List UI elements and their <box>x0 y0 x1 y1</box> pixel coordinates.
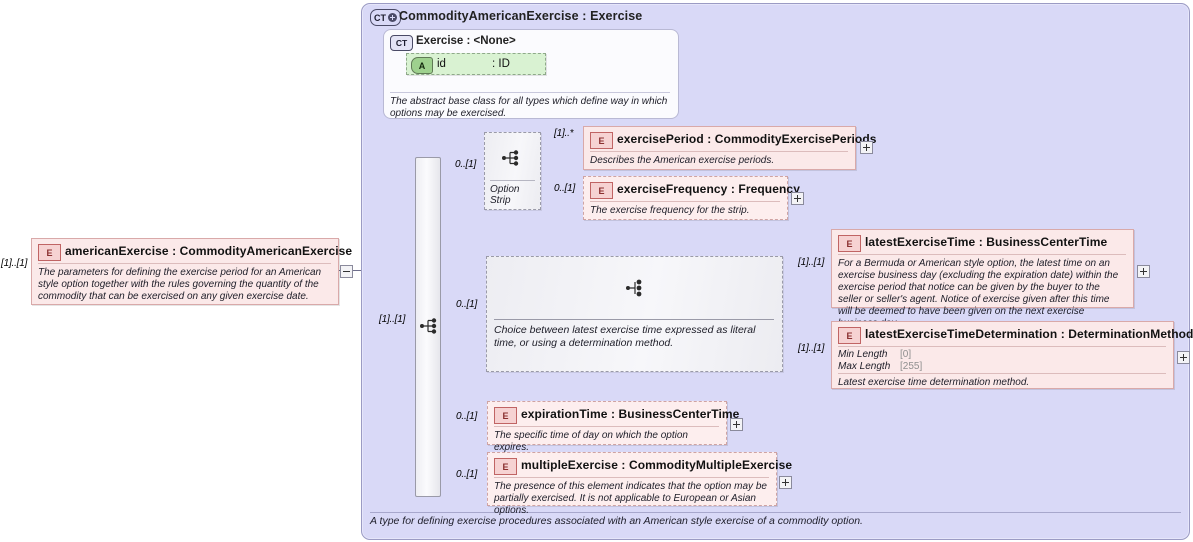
element-exercise-frequency[interactable]: E exerciseFrequency : Frequency The exer… <box>583 176 800 220</box>
element-badge: E <box>38 244 61 261</box>
element-exercise-period[interactable]: E exercisePeriod : CommodityExercisePeri… <box>583 126 876 170</box>
expand-toggle-exercise-frequency[interactable] <box>791 192 804 205</box>
element-doc: The presence of this element indicates t… <box>494 477 769 517</box>
sequence-icon <box>419 316 439 336</box>
element-title: latestExerciseTimeDetermination : Determ… <box>865 327 1193 341</box>
choice-doc: Choice between latest exercise time expr… <box>494 319 774 349</box>
cardinality-multiple-exercise: 0..[1] <box>456 469 478 480</box>
option-strip-group[interactable]: Option Strip <box>484 132 541 210</box>
element-title: multipleExercise : CommodityMultipleExer… <box>521 458 793 472</box>
complextype-badge-label: CT <box>374 12 386 23</box>
attribute-name: id <box>437 58 446 70</box>
expand-toggle-latest-exercise-time[interactable] <box>1137 265 1150 278</box>
facet-row: Max Length [255] <box>838 361 1166 373</box>
cardinality-american-exercise: [1]..[1] <box>1 258 28 269</box>
element-badge: E <box>838 327 861 344</box>
connector-root-to-type <box>339 270 375 271</box>
attribute-type: : ID <box>492 58 510 70</box>
facet-name: Max Length <box>838 361 891 372</box>
element-doc: Latest exercise time determination metho… <box>838 373 1166 389</box>
element-doc: The specific time of day on which the op… <box>494 426 719 454</box>
expand-toggle-expiration-time[interactable] <box>730 418 743 431</box>
element-american-exercise[interactable]: E americanExercise : CommodityAmericanEx… <box>31 238 352 305</box>
facet-value: [0] <box>900 349 912 360</box>
attribute-row-id[interactable]: A id : ID <box>406 53 546 75</box>
element-title: exerciseFrequency : Frequency <box>617 182 800 196</box>
cardinality-latest-exercise-time: [1]..[1] <box>798 257 825 268</box>
element-title: exercisePeriod : CommodityExercisePeriod… <box>617 132 877 146</box>
choice-icon <box>625 277 647 299</box>
element-doc: For a Bermuda or American style option, … <box>838 254 1126 330</box>
element-latest-exercise-time[interactable]: E latestExerciseTime : BusinessCenterTim… <box>831 229 1134 329</box>
complextype-title: CommodityAmericanExercise : Exercise <box>399 9 643 23</box>
element-badge: E <box>590 132 613 149</box>
cardinality-option-strip: 0..[1] <box>455 159 477 170</box>
element-badge: E <box>494 407 517 424</box>
facet-value: [255] <box>900 361 923 372</box>
element-multiple-exercise[interactable]: E multipleExercise : CommodityMultipleEx… <box>487 452 792 516</box>
complextype-annotation: A type for defining exercise procedures … <box>370 512 1181 533</box>
cardinality-exercise-period: [1]..* <box>554 128 574 139</box>
choice-compositor-group[interactable]: Choice between latest exercise time expr… <box>486 256 783 372</box>
expand-toggle-latest-exercise-time-determination[interactable] <box>1177 351 1190 364</box>
element-doc: The exercise frequency for the strip. <box>590 201 780 217</box>
cardinality-sequence: [1]..[1] <box>379 314 406 325</box>
plus-circle-icon[interactable] <box>388 13 397 22</box>
collapse-toggle-american-exercise[interactable] <box>340 265 353 278</box>
expand-toggle-multiple-exercise[interactable] <box>779 476 792 489</box>
element-badge: E <box>494 458 517 475</box>
facet-row: Min Length [0] <box>838 349 1166 361</box>
element-doc: Describes the American exercise periods. <box>590 151 848 167</box>
element-title: americanExercise : CommodityAmericanExer… <box>65 244 353 258</box>
complextype-badge[interactable]: CT <box>370 9 401 26</box>
option-strip-label: Option Strip <box>490 180 535 206</box>
basetype-badge[interactable]: CT <box>390 35 413 51</box>
element-doc: The parameters for defining the exercise… <box>38 263 331 303</box>
element-badge: E <box>838 235 861 252</box>
element-title: latestExerciseTime : BusinessCenterTime <box>865 235 1108 249</box>
element-expiration-time[interactable]: E expirationTime : BusinessCenterTime Th… <box>487 401 739 453</box>
cardinality-exercise-frequency: 0..[1] <box>554 183 576 194</box>
element-badge: E <box>590 182 613 199</box>
cardinality-expiration-time: 0..[1] <box>456 411 478 422</box>
basetype-doc: The abstract base class for all types wh… <box>390 92 670 120</box>
basetype-title: Exercise : <None> <box>416 35 516 47</box>
facet-name: Min Length <box>838 349 888 360</box>
facet-list: Min Length [0] Max Length [255] <box>838 346 1166 373</box>
expand-toggle-exercise-period[interactable] <box>860 141 873 154</box>
cardinality-choice: 0..[1] <box>456 299 478 310</box>
attribute-badge: A <box>411 57 433 74</box>
sequence-icon <box>501 148 521 168</box>
cardinality-latest-exercise-time-determination: [1]..[1] <box>798 343 825 354</box>
element-title: expirationTime : BusinessCenterTime <box>521 407 740 421</box>
element-latest-exercise-time-determination[interactable]: E latestExerciseTimeDetermination : Dete… <box>831 321 1193 389</box>
